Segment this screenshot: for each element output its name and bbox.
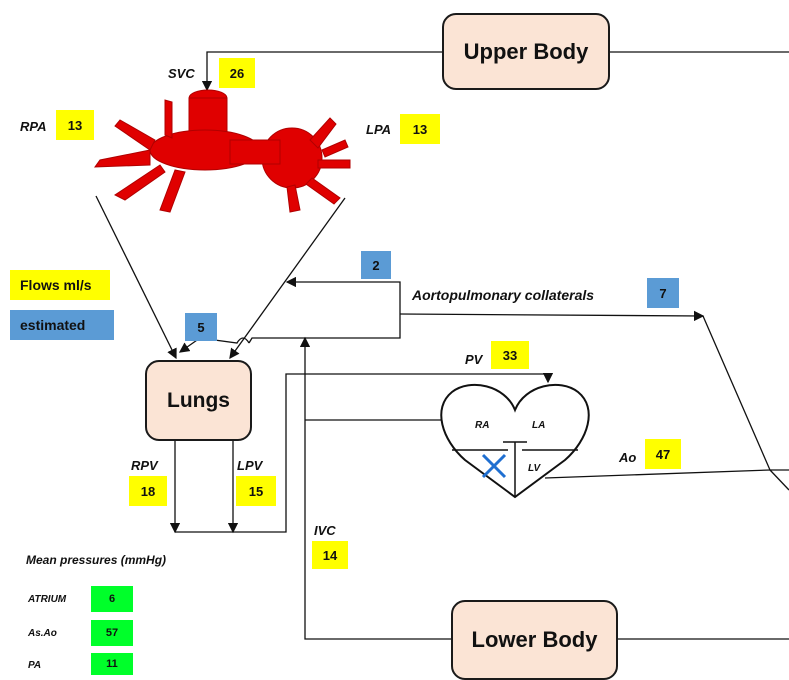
svc-line — [201, 51, 442, 92]
rpv-flow-value: 18 — [129, 476, 167, 506]
pv-return-line — [175, 372, 554, 533]
rpa-label: RPA — [20, 119, 47, 134]
collateral-lower-line — [248, 314, 401, 344]
pressure-pa-value: 11 — [91, 653, 133, 675]
lpa-flow-value: 13 — [400, 114, 440, 144]
collateral-lower-value: 5 — [185, 313, 217, 341]
ivc-label: IVC — [314, 523, 336, 538]
ra-label: RA — [475, 420, 490, 431]
pressure-asao-label: As.Ao — [28, 628, 57, 639]
aorta-branch-line — [702, 315, 789, 471]
ivc-flow-value: 14 — [312, 541, 348, 569]
rpv-label: RPV — [131, 458, 158, 473]
pressure-pa-label: PA — [28, 660, 42, 671]
ao-flow-value: 47 — [645, 439, 681, 469]
lpa-label: LPA — [366, 122, 392, 137]
collaterals-label: Aortopulmonary collaterals — [412, 287, 595, 303]
ao-label: Ao — [619, 450, 637, 465]
lpa-to-lungs-line — [229, 197, 346, 360]
pressure-atrium-value: 6 — [91, 586, 133, 612]
collateral-upper-line — [285, 276, 401, 314]
ivc-line — [299, 336, 451, 640]
legend-flows: Flows ml/s — [10, 270, 110, 300]
lower-body-box: Lower Body — [451, 600, 618, 680]
rpa-to-lungs-line — [95, 195, 177, 360]
lpv-label: LPV — [237, 458, 263, 473]
upper-body-box: Upper Body — [442, 13, 610, 90]
lpv-flow-value: 15 — [236, 476, 276, 506]
collateral-upper-value: 2 — [361, 251, 391, 279]
pressures-title: Mean pressures (mmHg) — [26, 553, 167, 567]
pv-label: PV — [465, 352, 483, 367]
svc-label: SVC — [168, 66, 195, 81]
pressure-atrium-label: ATRIUM — [28, 594, 67, 605]
rpa-flow-value: 13 — [56, 110, 94, 140]
lv-label: LV — [528, 463, 541, 474]
svc-flow-value: 26 — [219, 58, 255, 88]
ao-line — [544, 469, 771, 479]
pressure-asao-value: 57 — [91, 620, 133, 646]
pulmonary-artery-model — [94, 89, 351, 213]
cross-icon — [481, 453, 507, 479]
lungs-box: Lungs — [145, 360, 252, 441]
collateral-main-value: 7 — [647, 278, 679, 308]
la-label: LA — [532, 420, 546, 431]
pv-flow-value: 33 — [491, 341, 529, 369]
collateral-main-line — [399, 310, 705, 322]
legend-estimated: estimated — [10, 310, 114, 340]
collateral-to-lungs-line — [178, 337, 250, 353]
aorta-to-lower-line — [769, 469, 789, 491]
